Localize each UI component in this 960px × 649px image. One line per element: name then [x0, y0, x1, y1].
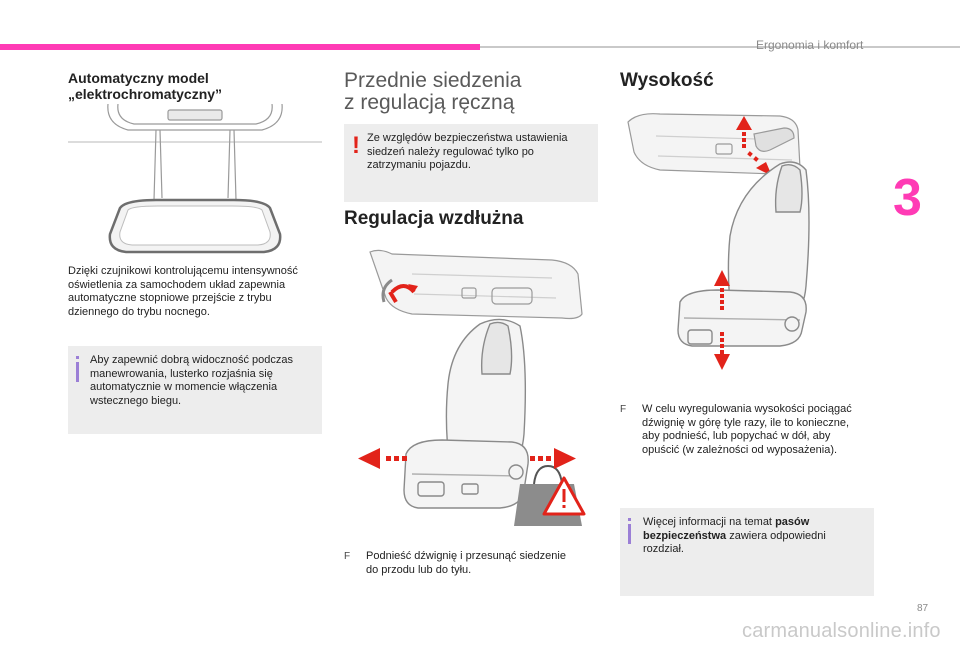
height-instruction-line: aby podnieść, lub popychać w dół, aby — [642, 430, 831, 443]
mirror-heading: Automatyczny model „elektrochromatyczny” — [68, 70, 222, 102]
seatbelt-info-link-word: pasów — [775, 516, 810, 528]
height-seat-illustration — [627, 113, 810, 370]
height-instruction-line: dźwignię w górę tyle razy, ile to koniec… — [642, 416, 850, 429]
seat-warning-line: siedzeń należy regulować tylko po — [367, 145, 534, 158]
mirror-info-line: wstecznego biegu. — [90, 394, 182, 407]
seat-warning-text: Ze względów bezpieczeństwa ustawienia si… — [367, 132, 568, 173]
mirror-description-line: automatyczne stopniowe przejście z trybu — [68, 292, 272, 305]
f-bullet-glyph: F — [620, 404, 627, 415]
seatbelt-info-line: rozdział. — [643, 543, 684, 556]
front-seats-title: Przednie siedzenia z regulacją ręczną — [344, 70, 521, 114]
height-instruction-line: opuścić (w zależności od wyposażenia). — [642, 443, 838, 456]
longitudinal-instruction-line: Podnieść dźwignię i przesunąć siedzenie — [366, 550, 566, 562]
seatbelt-info-note: Więcej informacji na temat pasów bezpiec… — [620, 508, 874, 596]
mirror-heading-line2: „elektrochromatyczny” — [68, 86, 223, 102]
seat-warning-line: zatrzymaniu pojazdu. — [367, 159, 471, 172]
height-adjustment-heading: Wysokość — [620, 70, 714, 91]
seatbelt-info-text: Więcej informacji na temat pasów bezpiec… — [643, 516, 826, 557]
header-accent-bar — [0, 44, 480, 50]
mirror-info-line: Aby zapewnić dobrą widoczność podczas — [90, 354, 294, 366]
header-rule — [480, 46, 960, 48]
mirror-info-text: Aby zapewnić dobrą widoczność podczas ma… — [90, 354, 293, 408]
page-number: 87 — [917, 603, 929, 614]
watermark: carmanualsonline.info — [742, 620, 941, 642]
mirror-info-line: manewrowania, lusterko rozjaśnia się — [90, 367, 273, 380]
seatbelt-info-suffix: zawiera odpowiedni — [729, 529, 826, 542]
front-seats-title-line2: z regulacją ręczną — [344, 91, 515, 114]
seat-warning-line: Ze względów bezpieczeństwa ustawienia — [367, 132, 568, 144]
longitudinal-instruction-text: Podnieść dźwignię i przesunąć siedzenie … — [366, 550, 566, 577]
rearview-mirror-illustration — [68, 104, 322, 254]
mirror-heading-line1: Automatyczny model — [68, 70, 209, 86]
seatbelt-info-line: Więcej informacji na temat pasów — [643, 516, 826, 530]
seatbelt-info-prefix: Więcej informacji na temat — [643, 516, 772, 528]
mirror-description-line: oświetlenia za samochodem układ zapewnia — [68, 278, 286, 291]
info-icon — [76, 356, 79, 382]
mirror-info-note: Aby zapewnić dobrą widoczność podczas ma… — [68, 346, 322, 434]
front-seats-title-line1: Przednie siedzenia — [344, 69, 522, 92]
longitudinal-adjustment-heading: Regulacja wzdłużna — [344, 208, 524, 229]
height-instruction-line: W celu wyregulowania wysokości pociągać — [642, 403, 852, 415]
height-instruction-text: W celu wyregulowania wysokości pociągać … — [642, 403, 852, 457]
longitudinal-instruction-line: do przodu lub do tyłu. — [366, 563, 472, 576]
mirror-description-line: Dzięki czujnikowi kontrolującemu intensy… — [68, 265, 298, 277]
mirror-info-line: automatycznie w momencie włączenia — [90, 381, 278, 394]
section-label: Ergonomia i komfort — [756, 38, 864, 52]
longitudinal-seat-illustration — [358, 249, 586, 526]
seatbelt-info-link-word: bezpieczeństwa — [643, 529, 727, 542]
seatbelt-info-line: bezpieczeństwa zawiera odpowiedni — [643, 530, 826, 544]
chapter-number: 3 — [893, 169, 922, 227]
mirror-description: Dzięki czujnikowi kontrolującemu intensy… — [68, 265, 298, 319]
seat-warning-note: ! Ze względów bezpieczeństwa ustawienia … — [344, 124, 598, 202]
exclamation-icon: ! — [352, 132, 360, 159]
mirror-description-line: dziennego do trybu nocnego. — [68, 305, 210, 318]
f-bullet-glyph: F — [344, 551, 351, 562]
info-icon — [628, 518, 631, 544]
